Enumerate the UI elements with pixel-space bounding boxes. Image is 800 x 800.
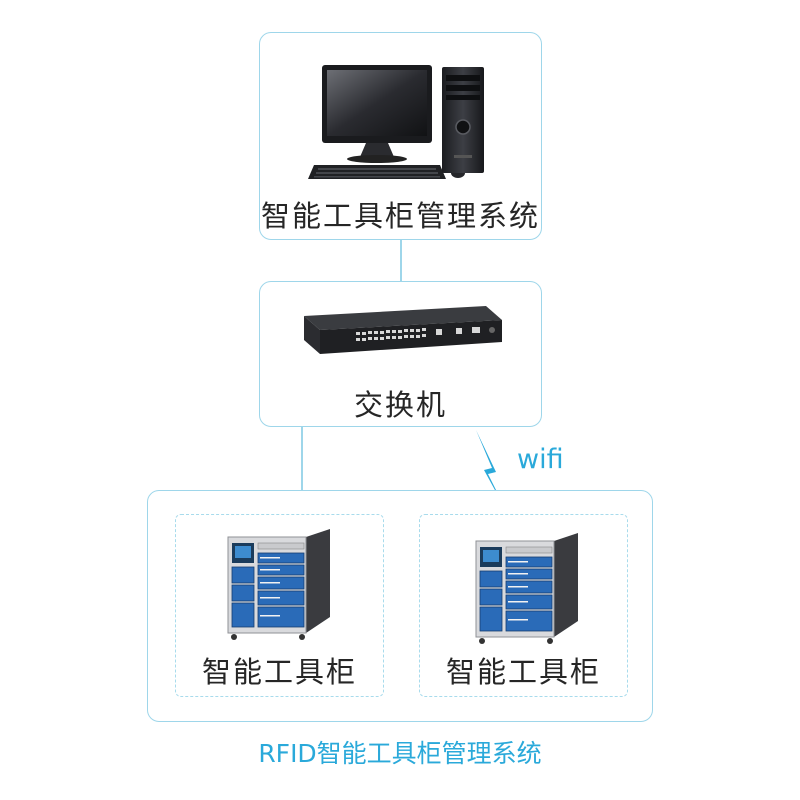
switch-label: 交换机 [353, 388, 447, 422]
tool-cabinet-icon [475, 533, 578, 644]
management-system-label: 智能工具柜管理系统 [260, 199, 540, 233]
wifi-label: wifi [517, 444, 564, 475]
cabinet-right-node: 智能工具柜 [419, 514, 628, 697]
cabinet-right-label: 智能工具柜 [445, 655, 601, 689]
diagram-caption: RFID智能工具柜管理系统 [258, 739, 542, 768]
network-switch-icon [304, 306, 502, 354]
management-system-node: 智能工具柜管理系统 [259, 32, 542, 240]
link-switch-cabinet [301, 426, 303, 514]
desktop-computer-icon [308, 65, 484, 179]
cabinet-left-node: 智能工具柜 [175, 514, 384, 697]
cabinet-left-label: 智能工具柜 [201, 655, 357, 689]
wifi-bolt-icon [476, 430, 508, 514]
switch-node: 交换机 [259, 281, 542, 427]
link-system-switch [400, 240, 402, 282]
tool-cabinet-icon [227, 529, 330, 640]
